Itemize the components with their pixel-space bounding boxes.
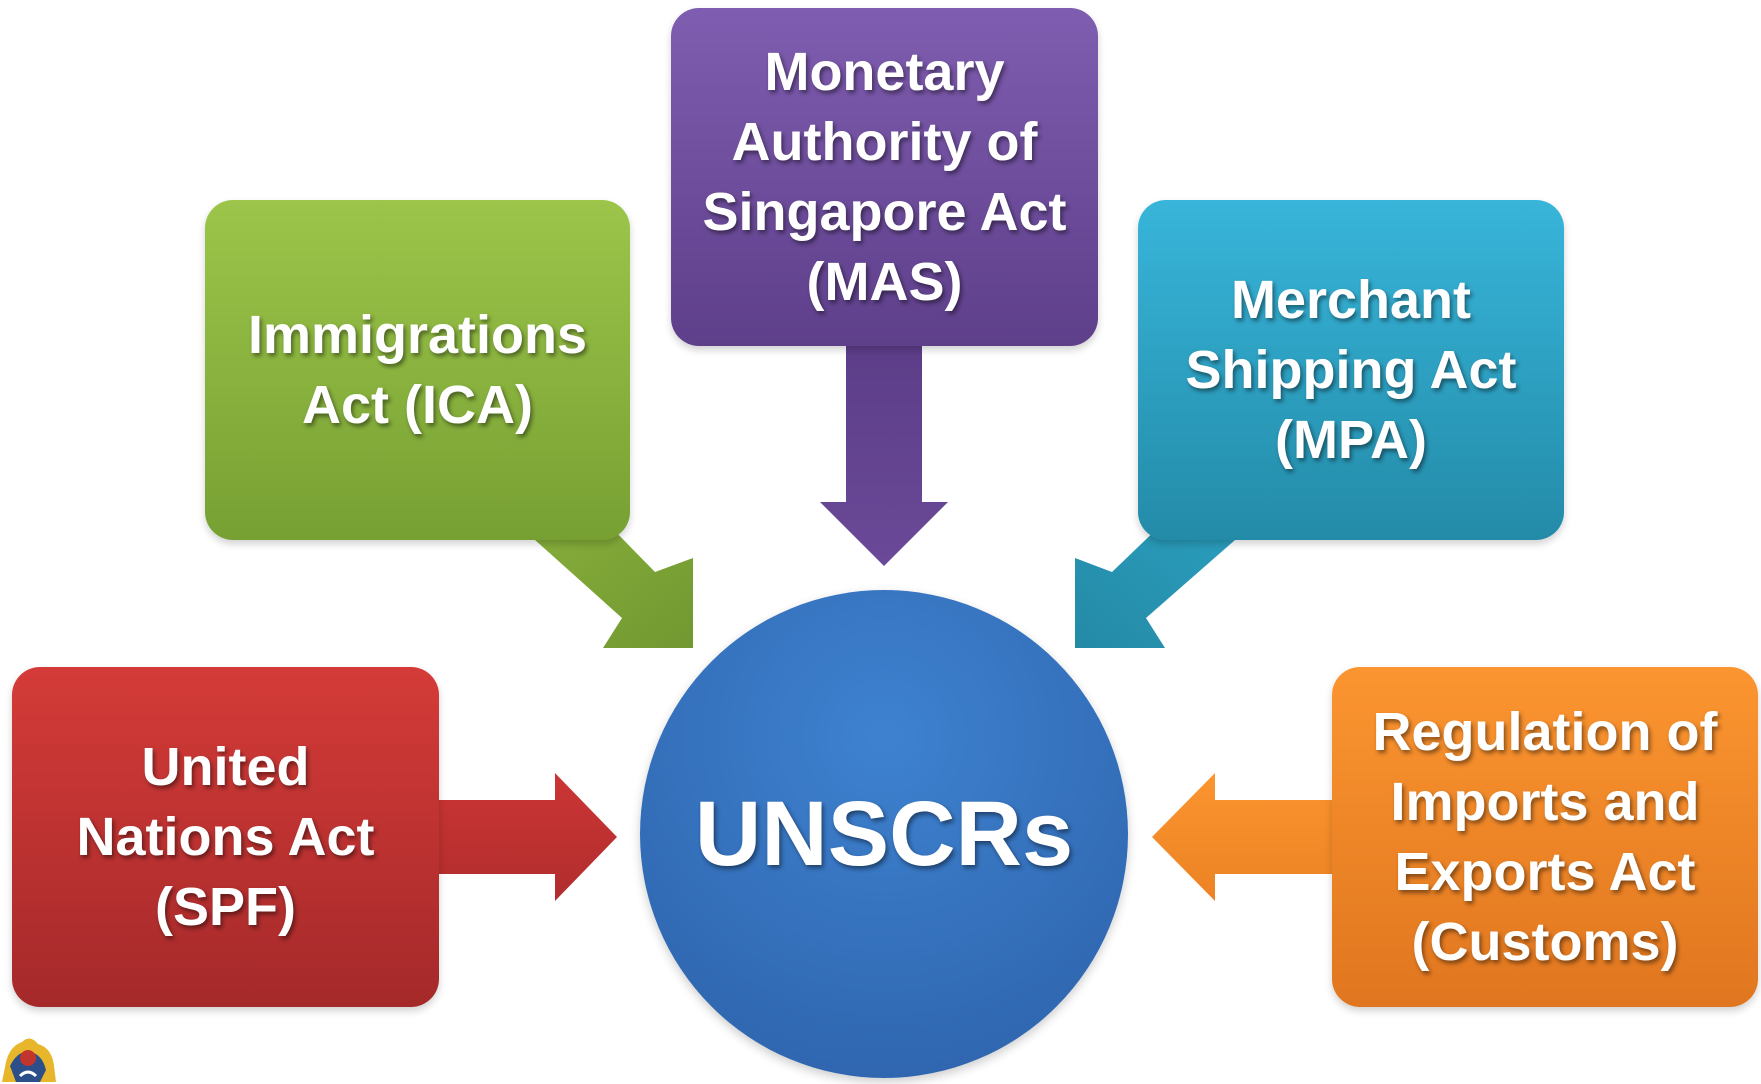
mas-act-box: Monetary Authority of Singapore Act (MAS… xyxy=(671,8,1098,346)
arrow-mpa xyxy=(1075,525,1235,648)
arrow-mas xyxy=(820,340,948,566)
mas-act-label: Monetary Authority of Singapore Act (MAS… xyxy=(702,41,1067,313)
united-nations-act-label: United Nations Act (SPF) xyxy=(76,736,375,938)
united-nations-act-box: United Nations Act (SPF) xyxy=(12,667,439,1007)
arrow-ica xyxy=(535,525,693,648)
merchant-shipping-act-box: Merchant Shipping Act (MPA) xyxy=(1138,200,1564,540)
arrow-spf xyxy=(436,773,617,901)
crest-logo-icon xyxy=(2,1038,56,1082)
immigrations-act-box: Immigrations Act (ICA) xyxy=(205,200,630,540)
immigrations-act-label: Immigrations Act (ICA) xyxy=(247,304,588,435)
arrow-customs xyxy=(1152,773,1335,901)
unscrs-label: UNSCRs xyxy=(694,782,1074,885)
unscrs-center-circle: UNSCRs xyxy=(640,590,1128,1078)
merchant-shipping-act-label: Merchant Shipping Act (MPA) xyxy=(1185,269,1517,471)
imports-exports-act-box: Regulation of Imports and Exports Act (C… xyxy=(1332,667,1758,1007)
imports-exports-act-label: Regulation of Imports and Exports Act (C… xyxy=(1372,701,1718,973)
